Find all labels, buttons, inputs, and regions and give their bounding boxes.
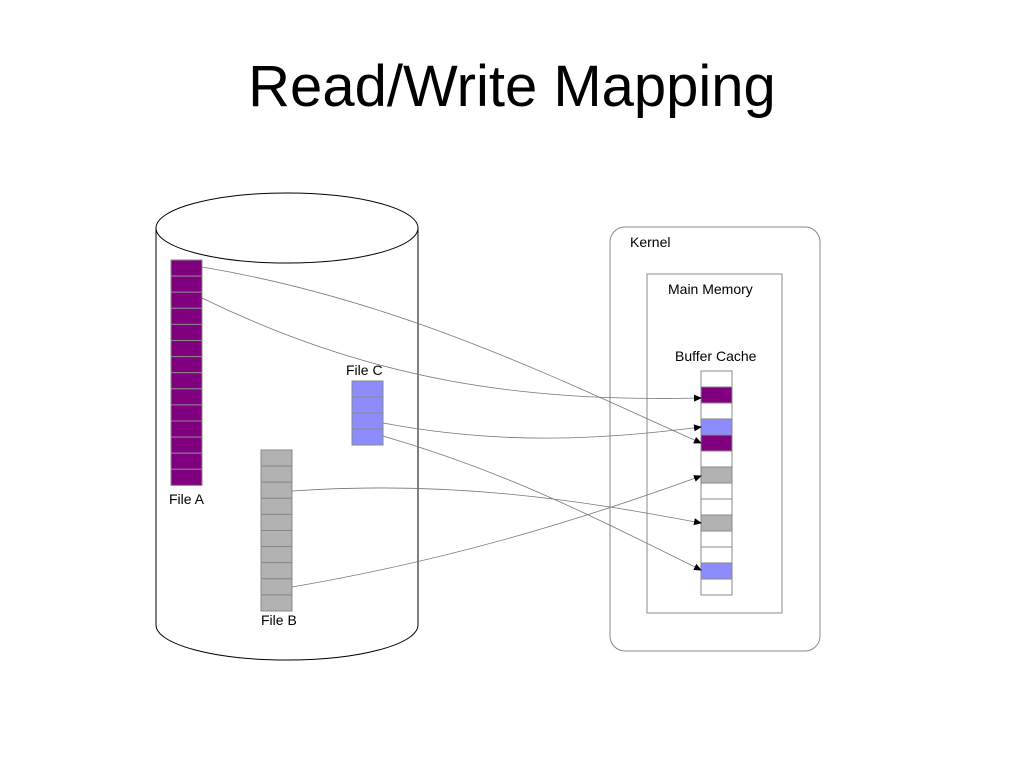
file-a-block [170,436,203,454]
arrow-file-b-block-3-to-cache [291,487,702,526]
file-a-block [170,468,203,486]
arrow-file-a-block-1-to-cache [201,266,702,444]
buffer-cache [700,370,733,596]
file-c-block [351,380,384,398]
file-a-blocks [170,259,203,486]
buffer-cache-slot-empty [700,370,733,388]
file-a-block [170,420,203,438]
kernel-label: Kernel [630,234,670,250]
mapping-arrows [201,266,702,588]
file-b-label: File B [261,612,297,628]
buffer-cache-slot-file-c [700,418,733,436]
file-c-block [351,412,384,430]
file-c-block [351,396,384,414]
buffer-cache-slot-file-b [700,514,733,532]
file-a-block [170,452,203,470]
file-a-block [170,340,203,358]
file-c-block [351,428,384,446]
file-a-block [170,323,203,341]
buffer-cache-slot-empty [700,546,733,564]
file-a-block [170,356,203,374]
file-b-block [260,530,293,548]
buffer-cache-slot-empty [700,402,733,420]
file-a-block [170,372,203,390]
buffer-cache-slot-empty [700,498,733,516]
file-b-block [260,562,293,580]
file-b-block [260,465,293,483]
file-a-block [170,275,203,293]
file-b-block [260,449,293,467]
file-c-label: File C [346,362,383,378]
file-c-blocks [351,380,384,446]
file-b-block [260,578,293,596]
file-b-block [260,546,293,564]
file-b-blocks [260,449,293,612]
arrow-file-c-block-4-to-cache [382,435,702,571]
main-memory-box [646,273,783,614]
buffer-cache-label: Buffer Cache [675,348,757,364]
file-a-label: File A [169,491,205,507]
file-a-block [170,404,203,422]
buffer-cache-slot-empty [700,482,733,500]
buffer-cache-slot-empty [700,578,733,596]
slide-title: Read/Write Mapping [248,54,776,119]
arrow-file-c-block-3-to-cache [382,422,702,439]
file-a-block [170,388,203,406]
file-b-block [260,594,293,612]
arrow-file-a-block-3-to-cache [201,297,702,402]
arrow-file-b-block-9-to-cache [291,475,702,588]
buffer-cache-slot-empty [700,530,733,548]
file-a-block [170,307,203,325]
file-a-block [170,259,203,277]
buffer-cache-slot-file-b [700,466,733,484]
file-b-block [260,497,293,515]
kernel-box [609,226,821,652]
file-b-block [260,513,293,532]
buffer-cache-slot-empty [700,450,733,468]
file-b-block [260,481,293,499]
buffer-cache-slot-file-c [700,562,733,580]
main-memory-label: Main Memory [668,281,753,297]
file-a-block [170,291,203,309]
buffer-cache-slot-file-a [700,386,733,404]
buffer-cache-slot-file-a [700,434,733,452]
disk-cylinder [155,192,419,661]
